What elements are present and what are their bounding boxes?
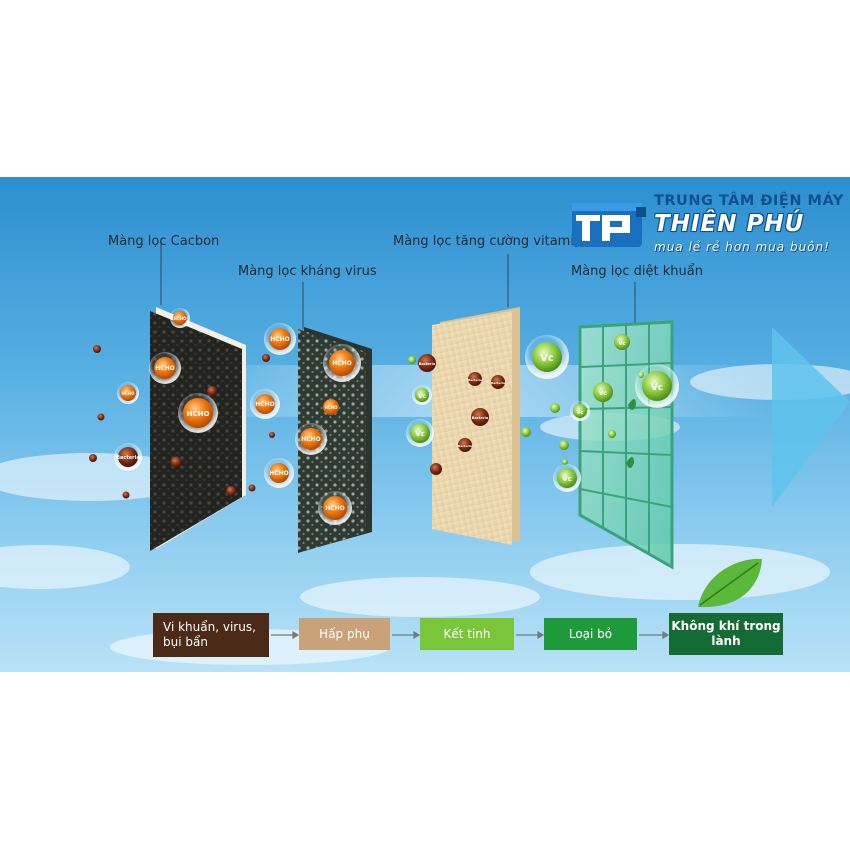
vitamin-c-particles: Vc Vc Vc Vc Vc Vc Vc Vc <box>406 334 679 492</box>
brand-slogan: mua lẻ rẻ hơn mua buôn! <box>654 240 830 254</box>
svg-text:HCHO: HCHO <box>325 505 345 512</box>
label-antivirus-filter: Màng lọc kháng virus <box>238 264 377 279</box>
svg-text:Vc: Vc <box>562 475 572 483</box>
svg-text:HCHO: HCHO <box>269 470 289 477</box>
svg-text:Vc: Vc <box>540 353 554 364</box>
filter-infographic-banner: HCHO HCHO HCHO HCHO HCHO HCHO HCHO HCHO … <box>0 177 850 672</box>
vitamin-filter <box>432 307 520 545</box>
step-arrows <box>271 630 670 640</box>
svg-text:Vc: Vc <box>651 383 663 393</box>
svg-text:Bacteria: Bacteria <box>468 378 482 382</box>
step-removal: Loại bỏ <box>544 618 637 650</box>
filter-illustration: HCHO HCHO HCHO HCHO HCHO HCHO HCHO HCHO … <box>0 244 850 665</box>
svg-text:Vc: Vc <box>619 341 626 347</box>
svg-text:HCHO: HCHO <box>301 436 321 443</box>
label-vitamin-filter: Màng lọc tăng cường vitamin <box>393 234 583 249</box>
label-antibacterial-filter: Màng lọc diệt khuẩn <box>571 264 703 279</box>
svg-text:HCHO: HCHO <box>270 336 290 343</box>
step-fresh-air: Không khí trong lành <box>669 613 783 655</box>
brand-logo: TRUNG TÂM ĐIỆN MÁY ® THIÊN PHÚ mua lẻ rẻ… <box>572 187 850 259</box>
svg-text:HCHO: HCHO <box>173 316 187 321</box>
brand-name: THIÊN PHÚ <box>654 211 805 237</box>
svg-text:Bacteria: Bacteria <box>458 444 472 448</box>
step-crystallization: Kết tinh <box>420 618 514 650</box>
brand-line-1: TRUNG TÂM ĐIỆN MÁY ® <box>654 193 850 209</box>
svg-text:HCHO: HCHO <box>155 365 175 372</box>
airflow-arrow <box>772 327 850 507</box>
svg-text:Vc: Vc <box>418 393 427 400</box>
step-adsorption: Hấp phụ <box>299 618 390 650</box>
antibacterial-filter <box>578 320 674 570</box>
svg-text:Bacteria: Bacteria <box>491 381 505 385</box>
svg-text:Bacteria: Bacteria <box>419 362 436 366</box>
antivirus-filter <box>298 327 372 553</box>
svg-text:HCHO: HCHO <box>121 391 135 396</box>
svg-text:Bacteria: Bacteria <box>116 455 139 461</box>
label-carbon-filter: Màng lọc Cacbon <box>108 234 220 249</box>
svg-text:HCHO: HCHO <box>255 401 275 408</box>
svg-text:Vc: Vc <box>577 410 584 416</box>
svg-text:HCHO: HCHO <box>332 360 352 367</box>
svg-text:HCHO: HCHO <box>324 405 338 410</box>
svg-text:Bacteria: Bacteria <box>472 416 489 420</box>
bacteria-particles: Bacteria Bacteria Bacteria Bacteria Bact… <box>114 354 505 475</box>
svg-text:Vc: Vc <box>415 430 425 438</box>
svg-text:Vc: Vc <box>599 390 608 397</box>
tp-logo-icon <box>572 203 646 247</box>
step-contaminants: Vi khuẩn, virus, bụi bẩn <box>153 613 269 657</box>
hcho-particles: HCHO HCHO HCHO HCHO HCHO HCHO HCHO HCHO … <box>117 308 361 525</box>
svg-text:HCHO: HCHO <box>187 410 210 418</box>
